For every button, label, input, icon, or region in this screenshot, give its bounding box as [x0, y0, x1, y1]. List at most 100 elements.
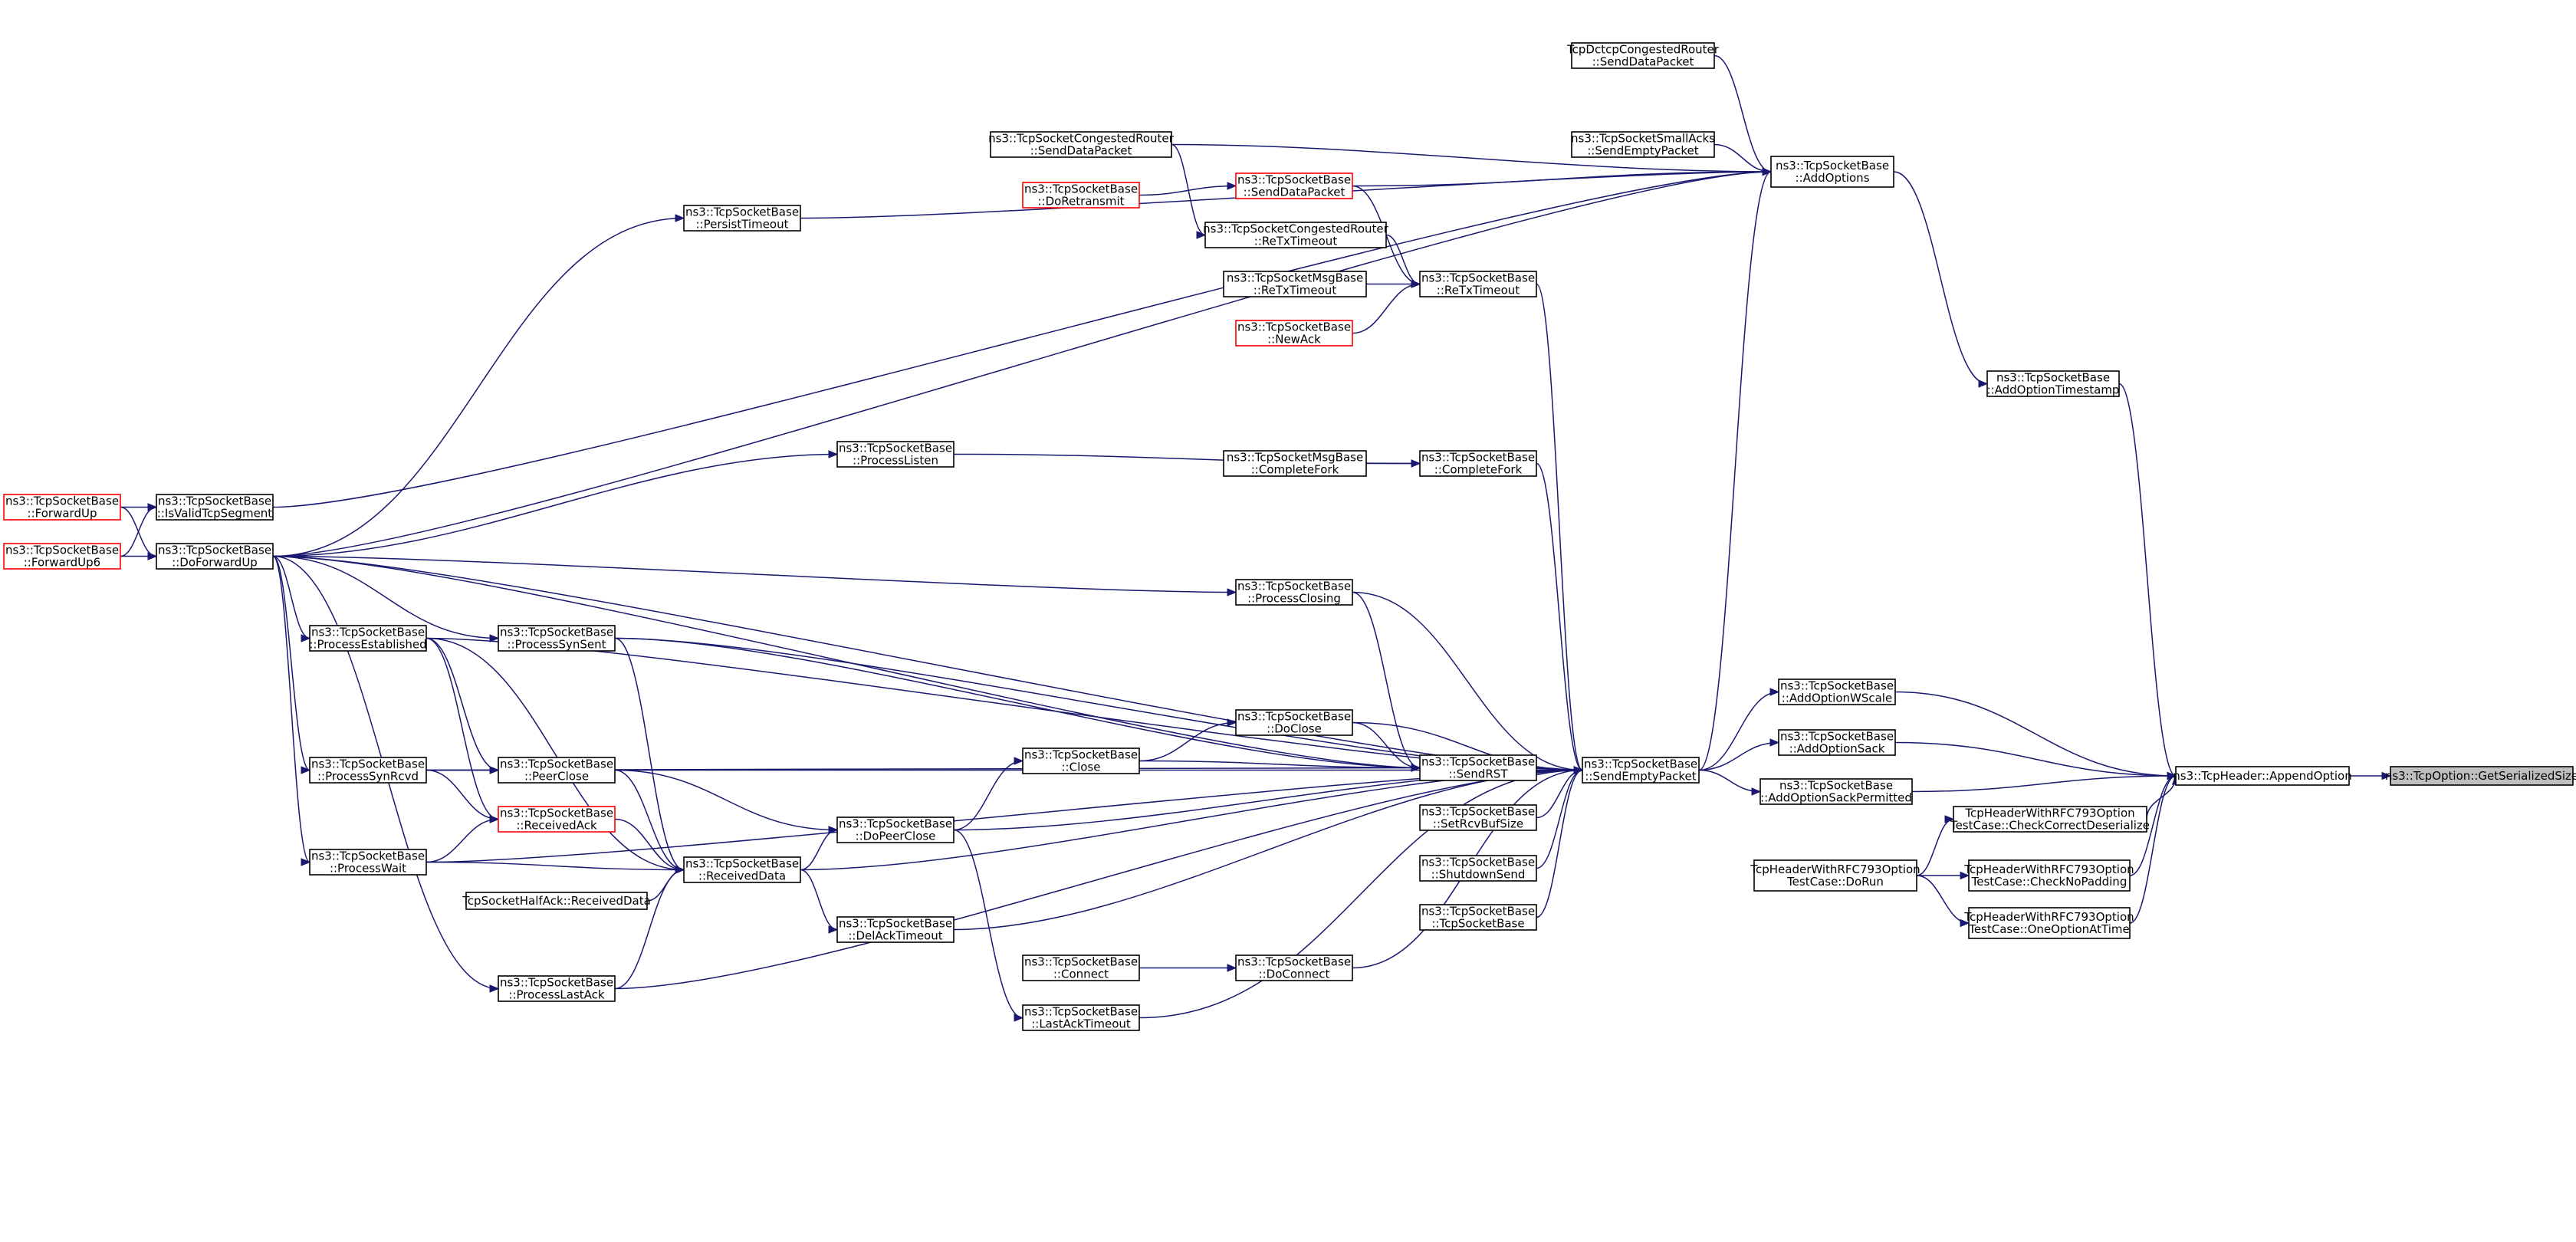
edge-processwait-to-receiveddata: [426, 861, 685, 874]
edge-line: [1138, 760, 1421, 769]
node-connect[interactable]: ns3::TcpSocketBase::Connect: [1022, 955, 1140, 981]
node-persisttimeout[interactable]: ns3::TcpSocketBase::PersistTimeout: [683, 205, 801, 232]
node-doretransmit[interactable]: ns3::TcpSocketBase::DoRetransmit: [1022, 182, 1140, 209]
node-processestablished[interactable]: ns3::TcpSocketBase::ProcessEstablished: [309, 625, 427, 652]
node-close[interactable]: ns3::TcpSocketBase::Close: [1022, 748, 1140, 774]
node-label: ns3::TcpSocketBase: [1421, 451, 1535, 465]
node-box: [156, 543, 274, 570]
node-halfack[interactable]: TcpSocketHalfAck::ReceivedData: [462, 892, 651, 910]
node-oneoption[interactable]: TcpHeaderWithRFC793OptionTestCase::OneOp…: [1963, 907, 2134, 939]
node-addsack[interactable]: ns3::TcpSocketBase::AddOptionSack: [1778, 729, 1896, 756]
node-smallacks[interactable]: ns3::TcpSocketSmallAcks::SendEmptyPacket: [1571, 131, 1715, 158]
node-addwscale[interactable]: ns3::TcpSocketBase::AddOptionWScale: [1778, 678, 1896, 705]
edge-line: [1698, 171, 1772, 771]
node-processclosing[interactable]: ns3::TcpSocketBase::ProcessClosing: [1235, 579, 1353, 606]
edge-addsack-to-appendoption: [1894, 741, 2177, 780]
node-forwardup[interactable]: ns3::TcpSocketBase::ForwardUp: [3, 494, 121, 521]
edge-sendempty-to-addoptions: [1698, 167, 1773, 771]
node-label: ns3::TcpSocketBase: [839, 442, 952, 455]
node-box: [498, 975, 616, 1002]
node-box: [836, 441, 955, 468]
node-senddatapacket[interactable]: ns3::TcpSocketBase::SendDataPacket: [1235, 172, 1353, 199]
node-label: ::ReTxTimeout: [1254, 235, 1338, 248]
node-label: ns3::TcpSocketBase: [1779, 779, 1893, 793]
edge-line: [953, 760, 1024, 831]
edge-line: [1894, 691, 2177, 777]
node-congretx[interactable]: ns3::TcpSocketCongestedRouter::ReTxTimeo…: [1203, 222, 1389, 248]
node-label: ::ProcessLastAck: [508, 988, 604, 1002]
node-isvalid[interactable]: ns3::TcpSocketBase::IsValidTcpSegment: [156, 494, 274, 521]
node-label: ns3::TcpSocketBase: [1584, 757, 1697, 771]
edge-line: [1894, 741, 2177, 777]
node-peerclose[interactable]: ns3::TcpSocketBase::PeerClose: [498, 757, 616, 784]
node-retxtimeout[interactable]: ns3::TcpSocketBase::ReTxTimeout: [1419, 271, 1537, 297]
node-label: ns3::TcpSocketBase: [311, 626, 425, 639]
node-appendoption[interactable]: ns3::TcpHeader::AppendOption: [2173, 766, 2352, 786]
node-label: ns3::TcpSocketBase: [1237, 580, 1351, 593]
node-label: ::SendDataPacket: [1030, 144, 1132, 158]
node-processlastack[interactable]: ns3::TcpSocketBase::ProcessLastAck: [498, 975, 616, 1002]
node-addoptionts[interactable]: ns3::TcpSocketBase::AddOptionTimestamp: [1986, 370, 2120, 397]
edge-doforwardup-to-processsynrcvd: [272, 555, 311, 774]
edge-line: [2118, 383, 2177, 777]
arrow-head-icon: [1978, 380, 1989, 388]
node-sendrst[interactable]: ns3::TcpSocketBase::SendRST: [1419, 754, 1537, 781]
edge-line: [426, 637, 685, 871]
node-label: ::PeerClose: [524, 770, 589, 784]
node-checknopadding[interactable]: TcpHeaderWithRFC793OptionTestCase::Check…: [1963, 859, 2134, 892]
node-setrcvbuf[interactable]: ns3::TcpSocketBase::SetRcvBufSize: [1419, 804, 1537, 831]
edge-line: [272, 555, 310, 639]
edge-line: [1352, 283, 1421, 334]
edge-line: [1352, 171, 1772, 187]
node-box: [1770, 156, 1894, 188]
node-box: [1778, 678, 1896, 705]
node-getserialized[interactable]: ns3::TcpOption::GetSerializedSize: [2385, 766, 2576, 786]
arrow-head-icon: [828, 925, 839, 934]
node-dopeerclose[interactable]: ns3::TcpSocketBase::DoPeerClose: [836, 816, 955, 843]
node-msgretx[interactable]: ns3::TcpSocketMsgBase::ReTxTimeout: [1223, 271, 1367, 297]
node-completefork[interactable]: ns3::TcpSocketBase::CompleteFork: [1419, 450, 1537, 477]
node-dctcp[interactable]: TcpDctcpCongestedRouter::SendDataPacket: [1566, 42, 1720, 69]
node-processwait[interactable]: ns3::TcpSocketBase::ProcessWait: [309, 849, 427, 876]
node-ctor[interactable]: ns3::TcpSocketBase::TcpSocketBase: [1419, 904, 1537, 931]
node-processlisten[interactable]: ns3::TcpSocketBase::ProcessListen: [836, 441, 955, 468]
node-newack[interactable]: ns3::TcpSocketBase::NewAck: [1235, 320, 1353, 347]
node-processsynsent[interactable]: ns3::TcpSocketBase::ProcessSynSent: [498, 625, 616, 652]
node-label: ns3::TcpSocketBase: [500, 757, 613, 771]
node-lastacktimeout[interactable]: ns3::TcpSocketBase::LastAckTimeout: [1022, 1004, 1140, 1031]
edge-line: [120, 506, 157, 557]
node-checkcorrect[interactable]: TcpHeaderWithRFC793OptionTestCase::Check…: [1950, 806, 2150, 833]
node-msgcompletefork[interactable]: ns3::TcpSocketMsgBase::CompleteFork: [1223, 450, 1367, 477]
edge-doforwardup-to-processestablished: [272, 555, 311, 642]
edge-processwait-to-receivedack: [426, 815, 500, 863]
node-box: [309, 757, 427, 784]
node-receivedack[interactable]: ns3::TcpSocketBase::ReceivedAck: [498, 806, 616, 833]
node-label: ::DoForwardUp: [172, 556, 258, 570]
edge-line: [614, 769, 838, 831]
node-doconnect[interactable]: ns3::TcpSocketBase::DoConnect: [1235, 955, 1353, 981]
arrow-head-icon: [1944, 815, 1955, 823]
node-label: TcpHeaderWithRFC793Option: [1750, 863, 1920, 876]
edge-line: [1352, 591, 1421, 769]
node-forwardup6[interactable]: ns3::TcpSocketBase::ForwardUp6: [3, 543, 121, 570]
edge-line: [2129, 775, 2177, 876]
node-doforwardup[interactable]: ns3::TcpSocketBase::DoForwardUp: [156, 543, 274, 570]
node-doclose[interactable]: ns3::TcpSocketBase::DoClose: [1235, 709, 1353, 736]
node-shutdownsend[interactable]: ns3::TcpSocketBase::ShutdownSend: [1419, 855, 1537, 882]
node-congsenddata[interactable]: ns3::TcpSocketCongestedRouter::SendDataP…: [988, 131, 1175, 158]
edge-line: [426, 637, 1583, 771]
arrow-head-icon: [1960, 871, 1970, 880]
node-addoptions[interactable]: ns3::TcpSocketBase::AddOptions: [1770, 156, 1894, 188]
call-nodes: ns3::TcpSocketBase::ForwardUpns3::TcpSoc…: [3, 42, 2576, 1031]
edge-processestablished-to-peerclose: [426, 637, 500, 774]
node-processsynrcvd[interactable]: ns3::TcpSocketBase::ProcessSynRcvd: [309, 757, 427, 784]
node-box: [1968, 859, 2131, 892]
node-label: ::ProcessSynSent: [507, 638, 606, 652]
node-addsackperm[interactable]: ns3::TcpSocketBase::AddOptionSackPermitt…: [1760, 778, 1913, 805]
edge-receiveddata-to-delacktimeout: [800, 869, 839, 934]
node-delacktimeout[interactable]: ns3::TcpSocketBase::DelAckTimeout: [836, 916, 955, 943]
node-sendempty[interactable]: ns3::TcpSocketBase::SendEmptyPacket: [1582, 757, 1700, 784]
node-label: ns3::TcpSocketBase: [311, 849, 425, 863]
node-receiveddata[interactable]: ns3::TcpSocketBase::ReceivedData: [683, 856, 801, 883]
